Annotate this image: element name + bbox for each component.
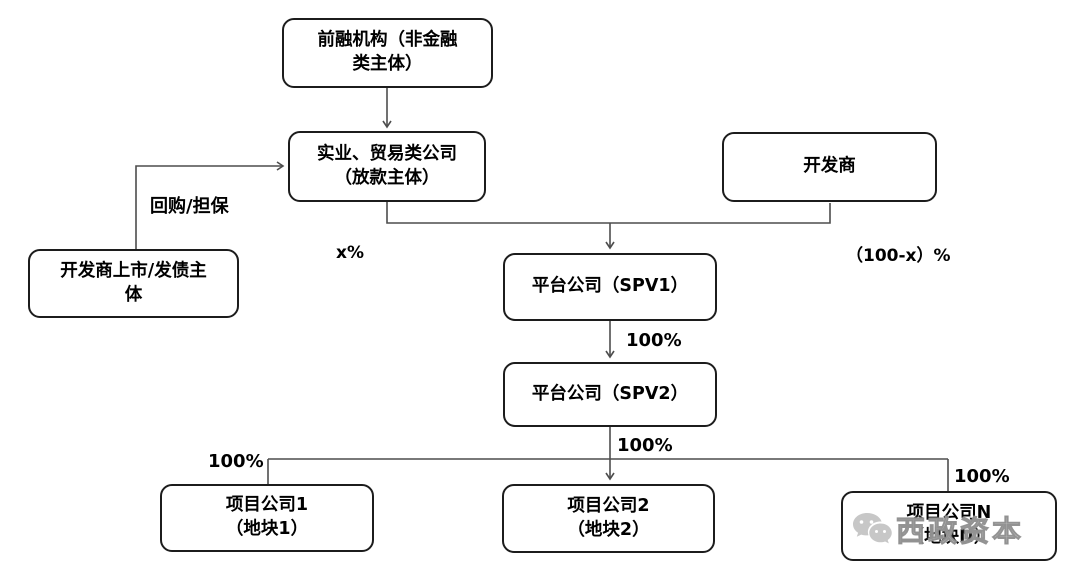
edge-label-projectN-ownership: 100%	[954, 466, 1010, 487]
node-platform-company-spv2: 平台公司（SPV2）	[503, 362, 717, 427]
edge-label-spv1-ownership: 100%	[626, 330, 682, 351]
edge-label-project1-ownership: 100%	[208, 451, 264, 472]
node-industrial-trading-company: 实业、贸易类公司 （放款主体）	[288, 131, 486, 202]
node-label: 项目公司2 （地块2）	[567, 495, 650, 540]
node-label: 前融机构（非金融 类主体）	[317, 30, 458, 74]
edge-label-spv2-ownership: 100%	[617, 435, 673, 456]
node-label: 开发商上市/发债主 体	[60, 260, 207, 305]
edge-lending-developer-junction	[386, 202, 831, 224]
node-developer-listed-bond-entity: 开发商上市/发债主 体	[28, 249, 239, 318]
edge-label-repurchase-guarantee: 回购/担保	[150, 196, 229, 217]
node-project-company-2: 项目公司2 （地块2）	[502, 484, 715, 553]
node-label: 平台公司（SPV2）	[531, 383, 689, 404]
node-label: 项目公司N （地块N）	[906, 503, 992, 547]
edge-listed-entity-to-lending	[135, 161, 285, 249]
node-label: 实业、贸易类公司 （放款主体）	[317, 143, 457, 188]
node-label: 开发商	[803, 156, 856, 177]
edge-label-x-percent: x%	[336, 243, 364, 263]
node-project-company-n: 项目公司N （地块N）	[841, 491, 1057, 561]
node-label: 项目公司1 （地块1）	[225, 495, 309, 539]
edge-label-100-minus-x-percent: （100-x）%	[846, 246, 951, 266]
node-label: 平台公司（SPV1）	[531, 276, 689, 297]
node-project-company-1: 项目公司1 （地块1）	[160, 484, 374, 552]
node-pre-financing-institution: 前融机构（非金融 类主体）	[282, 18, 493, 88]
node-platform-company-spv1: 平台公司（SPV1）	[503, 253, 717, 321]
node-developer: 开发商	[722, 132, 937, 202]
